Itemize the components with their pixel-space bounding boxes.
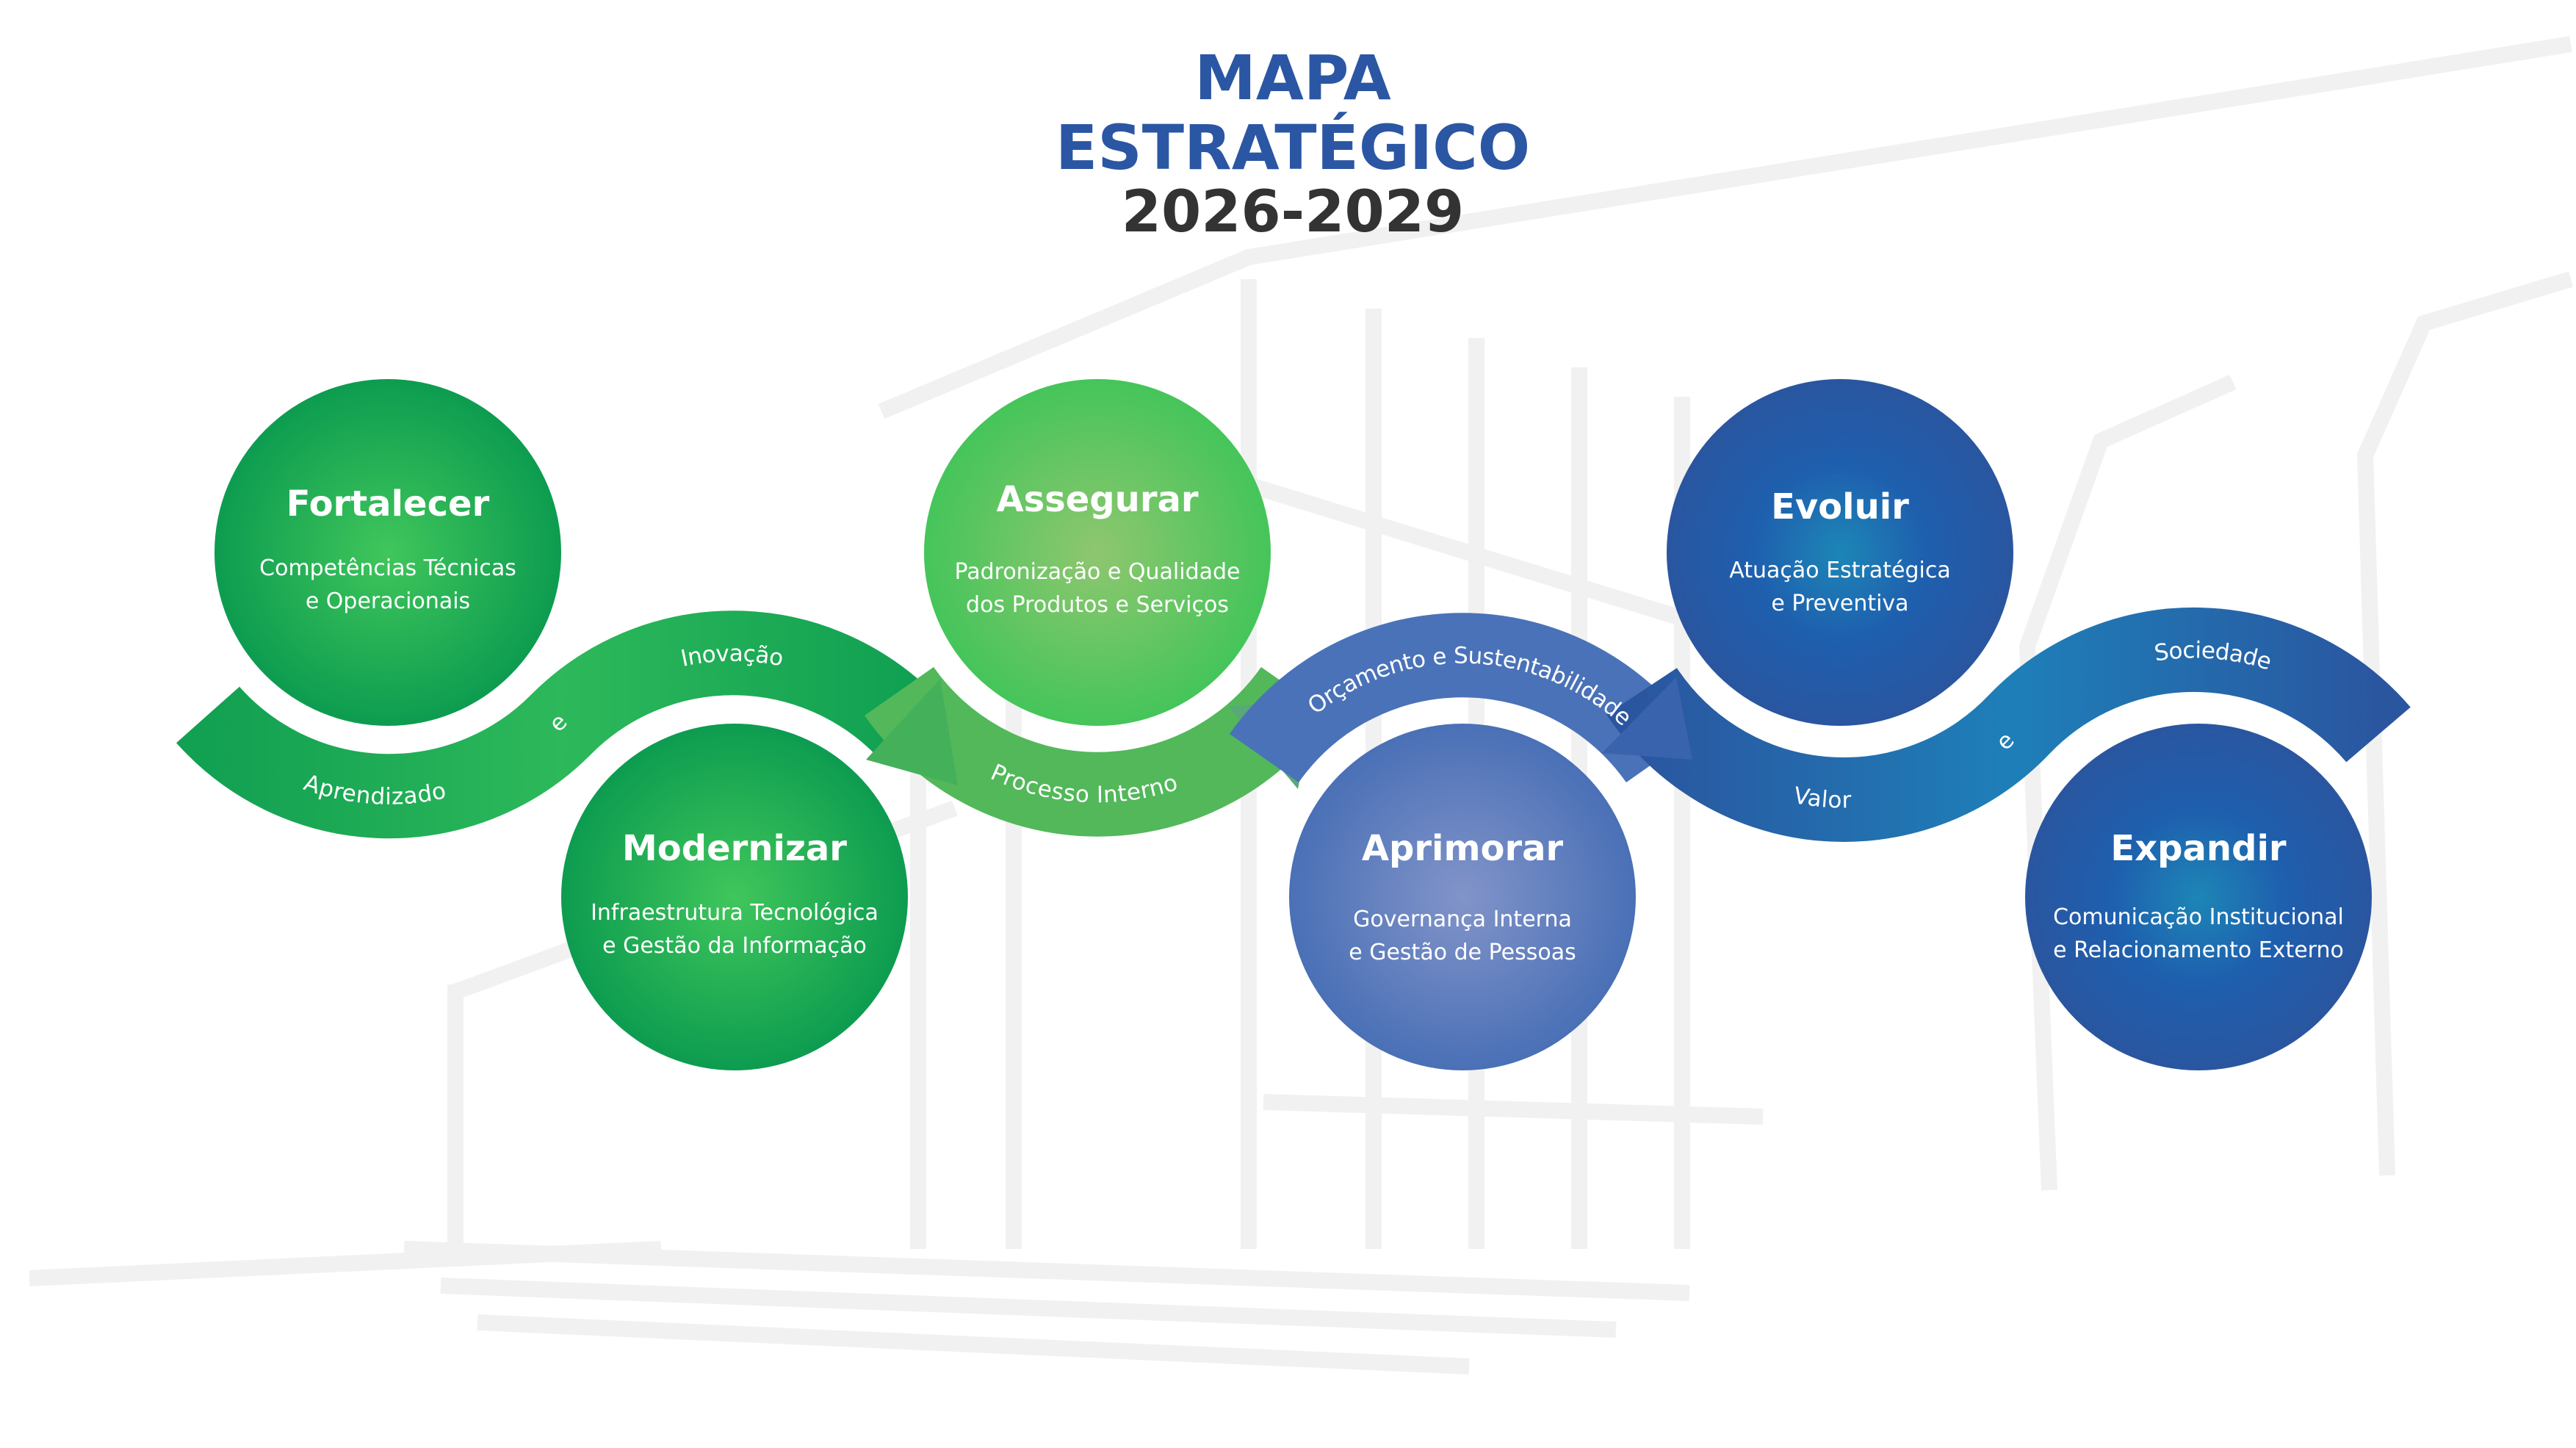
svg-text:Modernizar: Modernizar	[622, 828, 847, 869]
svg-text:e Gestão da Informação: e Gestão da Informação	[602, 933, 867, 959]
svg-text:Comunicação Institucional: Comunicação Institucional	[2053, 904, 2344, 930]
svg-text:e Gestão de Pessoas: e Gestão de Pessoas	[1349, 940, 1576, 965]
ribbon-orcamento	[1229, 613, 1696, 783]
title-line1: MAPA	[1194, 42, 1390, 114]
title-years: 2026-2029	[1122, 179, 1465, 245]
svg-text:Expandir: Expandir	[2110, 828, 2286, 869]
svg-text:Atuação Estratégica: Atuação Estratégica	[1729, 558, 1950, 583]
objective-assegurar: Assegurar Padronização e Qualidade dos P…	[924, 379, 1271, 726]
objective-evoluir: Evoluir Atuação Estratégica e Preventiva	[1667, 379, 2013, 726]
ribbon-valor-sociedade	[1606, 607, 2411, 842]
svg-text:Governança Interna: Governança Interna	[1353, 907, 1572, 932]
arrowhead-blue-icon	[1602, 677, 1692, 760]
ribbon-aprendizado-inovacao	[176, 610, 947, 839]
svg-text:e Relacionamento Externo: e Relacionamento Externo	[2053, 937, 2344, 963]
objective-fortalecer: Fortalecer Competências Técnicas e Opera…	[214, 379, 561, 726]
svg-text:e Operacionais: e Operacionais	[306, 588, 470, 614]
svg-text:Aprimorar: Aprimorar	[1362, 828, 1564, 869]
svg-text:e Preventiva: e Preventiva	[1771, 591, 1908, 616]
svg-text:Padronização e Qualidade: Padronização e Qualidade	[954, 559, 1240, 585]
svg-text:Fortalecer: Fortalecer	[286, 483, 490, 525]
objective-expandir: Expandir Comunicação Institucional e Rel…	[2025, 724, 2372, 1070]
svg-text:Evoluir: Evoluir	[1771, 486, 1909, 527]
arrowhead-left-icon	[866, 679, 958, 785]
svg-text:Assegurar: Assegurar	[996, 479, 1198, 520]
objective-aprimorar: Aprimorar Governança Interna e Gestão de…	[1289, 724, 1636, 1070]
svg-text:Competências Técnicas: Competências Técnicas	[259, 555, 516, 581]
objective-modernizar: Modernizar Infraestrutura Tecnológica e …	[561, 724, 908, 1070]
title-line2: ESTRATÉGICO	[1056, 112, 1530, 184]
svg-text:dos Produtos e Serviços: dos Produtos e Serviços	[966, 592, 1229, 618]
svg-text:Infraestrutura Tecnológica: Infraestrutura Tecnológica	[591, 900, 878, 926]
